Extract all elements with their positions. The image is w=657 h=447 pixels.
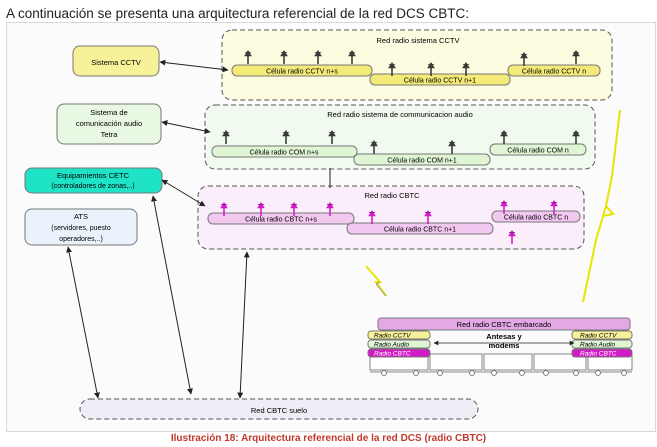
train-body [369,353,633,376]
ats-line3: operadores,..) [59,236,103,243]
train-left-cctv: Radio CCTV [374,333,411,340]
wireless-link-icon [365,109,621,303]
antennas-modems-line1: Antesas y [486,332,522,341]
intro-text: A continuación se presenta una arquitect… [6,6,470,21]
train-right-cctv: Radio CCTV [580,333,617,340]
cctv-system-box: Sistema CCTV [72,45,160,77]
cbtc-cell-3: Célula radio CBTC n [504,215,568,222]
ats-box: ATS (servidores, puesto operadores,..) [24,208,138,246]
figure-caption: Ilustración 18: Arquitectura referencial… [170,433,487,444]
antennas-modems-line2: modems [489,341,520,350]
cctv-system-label: Sistema CCTV [91,58,141,67]
audio-cell-3: Célula radio COM n [507,148,569,155]
ground-network: Red CBTC suelo [79,398,479,420]
cctv-network: Red radio sistema CCTV Célula radio CCTV… [221,29,613,101]
embarcado-title: Red radio CBTC embarcado [457,320,552,329]
audio-system-box: Sistema de comunicación audio Tetra [56,103,162,145]
cetc-line1: Equipamientos CETC [57,171,130,180]
train-left-audio: Radio Audio [374,342,410,349]
train-right-cbtc: Radio CBTC [580,351,617,358]
audio-network: Red radio sistema de communicacion audio… [204,104,596,170]
audio-network-title: Red radio sistema de communicacion audio [327,110,473,119]
cbtc-network: Red radio CBTC Célula radio CBTC n+s Cél… [197,185,585,250]
cctv-network-title: Red radio sistema CCTV [377,36,460,45]
cbtc-cell-1: Célula radio CBTC n+s [245,217,317,224]
train-left-cbtc: Radio CBTC [374,351,411,358]
audio-system-line1: Sistema de [90,108,128,117]
cctv-cell-3: Célula radio CCTV n [522,69,586,76]
train-right-audio: Radio Audio [580,342,616,349]
cbtc-network-title: Red radio CBTC [364,191,420,200]
cbtc-embarcado: Red radio CBTC embarcado Radio CCTV Radi… [367,317,633,376]
audio-system-line3: Tetra [101,130,119,139]
ats-line2: (servidores, puesto [51,225,111,232]
connector-lines [66,59,331,399]
audio-cell-2: Célula radio COM n+1 [387,158,457,165]
cbtc-cell-2: Célula radio CBTC n+1 [384,227,456,234]
ats-line1: ATS [74,212,88,221]
cctv-cell-2: Célula radio CCTV n+1 [404,78,476,85]
cetc-line2: (controladores de zonas,..) [51,183,134,190]
audio-cell-1: Célula radio COM n+s [249,150,319,157]
audio-system-line2: comunicación audio [76,119,142,128]
cetc-equipment-box: Equipamientos CETC (controladores de zon… [24,167,163,194]
cctv-cell-1: Célula radio CCTV n+s [266,69,338,76]
ground-network-label: Red CBTC suelo [251,406,307,415]
